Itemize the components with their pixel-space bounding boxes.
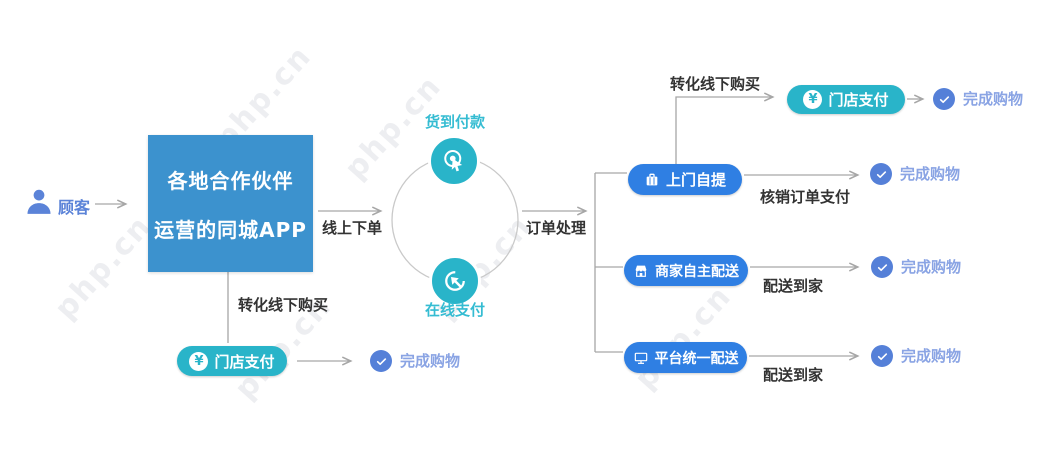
completion-top: 完成购物 (933, 88, 1023, 110)
completion-label: 完成购物 (900, 165, 961, 183)
customer-icon (24, 187, 54, 221)
yuan-icon: ¥ (189, 351, 209, 371)
briefcase-icon (646, 173, 658, 185)
node-store-payment-bottom: ¥ 门店支付 (177, 346, 287, 376)
app-box: 各地合作伙伴 运营的同城APP (148, 135, 313, 272)
label-online-order: 线上下单 (322, 219, 383, 237)
online-payment-label: 在线支付 (424, 301, 485, 319)
app-box-line1: 各地合作伙伴 (167, 168, 294, 193)
watermark: php.cn (47, 208, 159, 327)
completion-pickup: 完成购物 (870, 163, 960, 185)
label-home-delivery-merchant: 配送到家 (763, 277, 824, 295)
node-merchant-delivery: 商家自主配送 (624, 255, 748, 286)
completion-label: 完成购物 (901, 258, 962, 276)
app-box-line2: 运营的同城APP (154, 217, 307, 242)
cash-on-delivery-icon (428, 135, 480, 187)
edge-convert-offline-top (675, 97, 773, 164)
completion-merchant: 完成购物 (871, 256, 961, 278)
yuan-icon: ¥ (803, 90, 823, 109)
node-store-payment-top-label: 门店支付 (828, 91, 889, 109)
cod-label: 货到付款 (424, 113, 485, 131)
check-icon (871, 345, 893, 367)
check-icon (370, 350, 392, 372)
node-merchant-delivery-label: 商家自主配送 (655, 263, 739, 280)
completion-label: 完成购物 (400, 352, 461, 370)
label-convert-offline-bottom: 转化线下购买 (238, 296, 329, 314)
check-icon (871, 256, 893, 278)
label-home-delivery-platform: 配送到家 (763, 366, 824, 384)
node-pickup-label: 上门自提 (665, 171, 726, 189)
check-icon (870, 163, 892, 185)
monitor-icon (634, 352, 647, 364)
watermark: php.cn (627, 278, 739, 397)
customer-label: 顾客 (58, 198, 91, 217)
node-pickup: 上门自提 (628, 164, 742, 195)
completion-label: 完成购物 (901, 347, 962, 365)
node-platform-delivery-label: 平台统一配送 (654, 350, 739, 367)
completion-label: 完成购物 (963, 90, 1024, 108)
node-platform-delivery: 平台统一配送 (624, 342, 747, 373)
label-convert-offline-top: 转化线下购买 (670, 75, 761, 93)
storefront-icon (635, 265, 647, 277)
check-icon (933, 88, 955, 110)
label-order-processing: 订单处理 (526, 219, 587, 237)
label-verify-payment: 核销订单支付 (760, 188, 851, 206)
completion-platform: 完成购物 (871, 345, 961, 367)
completion-bottom: 完成购物 (370, 350, 460, 372)
node-store-payment-bottom-label: 门店支付 (214, 352, 275, 371)
node-store-payment-top: ¥ 门店支付 (787, 85, 905, 114)
